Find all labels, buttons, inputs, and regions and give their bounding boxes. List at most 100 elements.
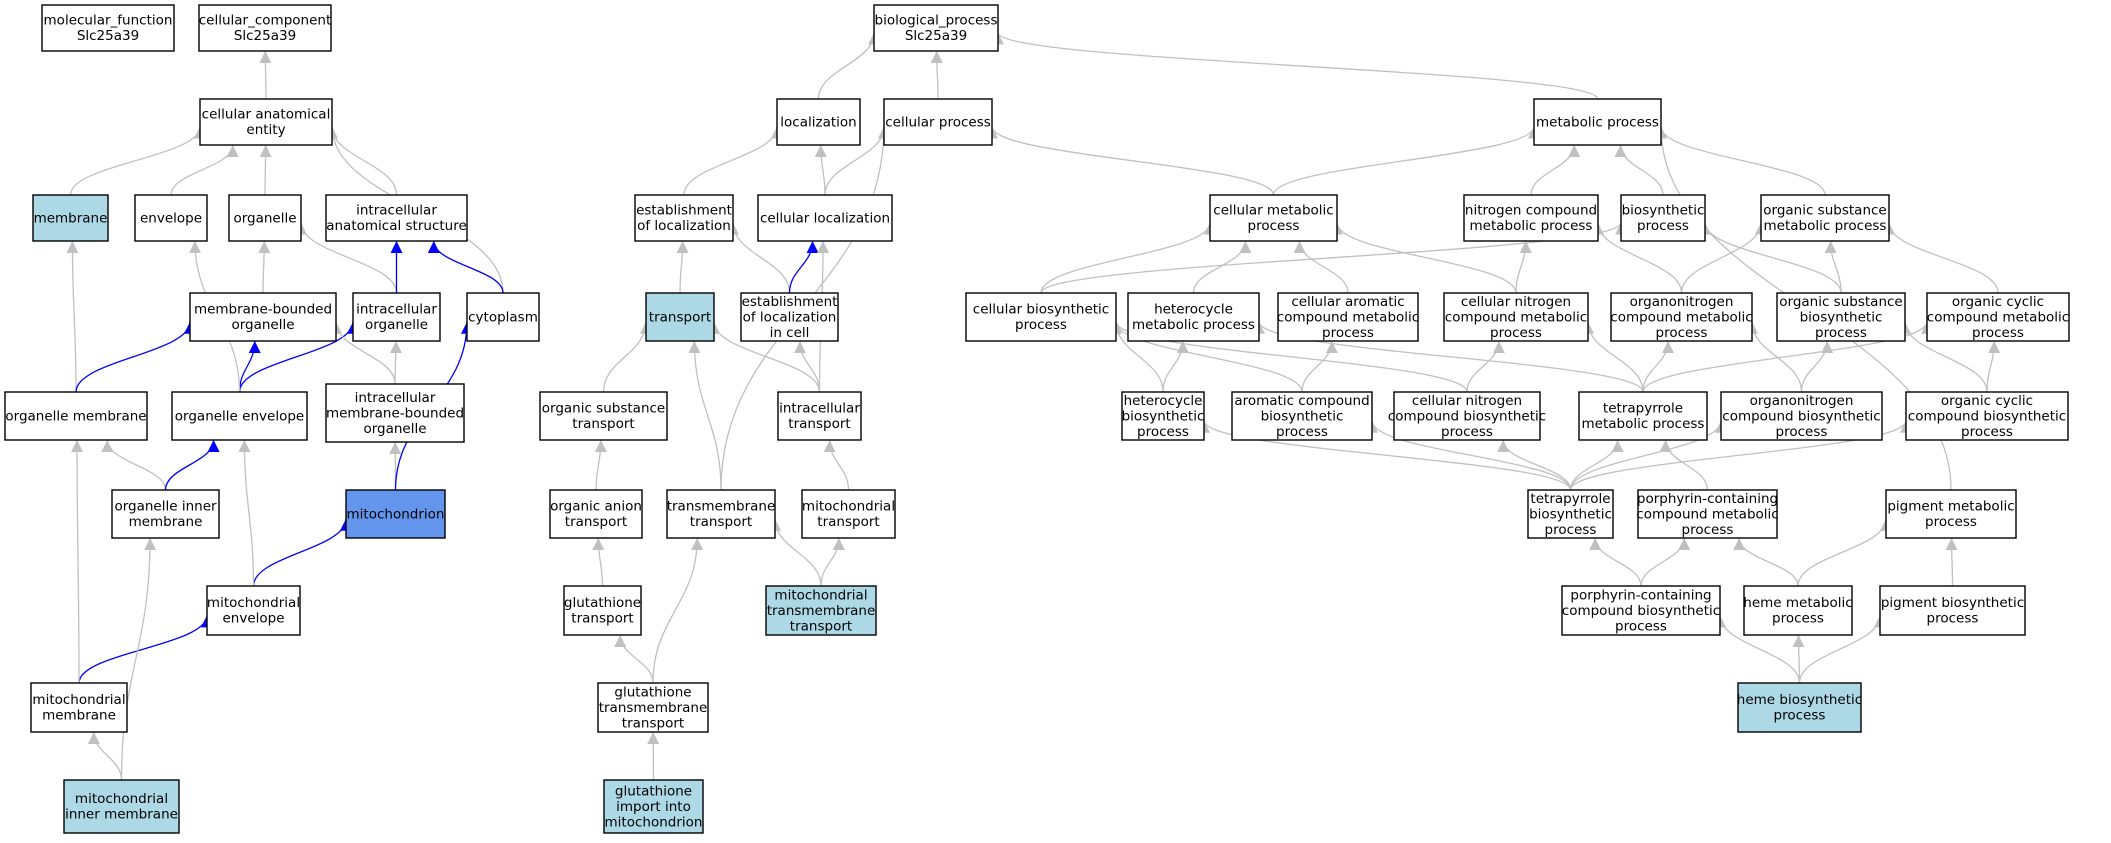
node-label-line: mitochondrial [207,595,300,611]
node-label-line: membrane-bounded [194,302,332,318]
node-box [801,489,896,539]
node-transport[interactable]: transport [645,292,715,342]
node-box [1209,194,1338,242]
node-label-line: process [1248,218,1300,234]
node-cytoplasm[interactable]: cytoplasm [466,292,540,342]
node-mito[interactable]: mitochondrion [345,489,446,539]
node-label-line: organelle [365,317,428,333]
node-label-line: mitochondrial [32,692,125,708]
node-label-line: entity [246,122,285,138]
node-label-line: mitochondrial [802,499,895,515]
edge-cytoplasm-to-ias [427,240,504,294]
node-label-line: heme biosynthetic [1737,692,1862,708]
edge-tbp-to-tmp [1569,439,1624,491]
node-label-line: establishment [636,203,732,219]
node-box [63,779,180,834]
node-cp[interactable]: cellular process [883,98,993,146]
node-label-line: organonitrogen [1750,393,1854,409]
node-box [883,98,993,146]
edge-oncmp-to-ncmp [1592,222,1683,294]
edge-oncbp-to-osbp [1800,340,1834,393]
node-label-line: in cell [770,325,810,341]
node-loc[interactable]: localization [776,98,861,146]
node-membrane[interactable]: membrane [32,194,109,242]
node-label-line: establishment [742,294,838,310]
node-label-line: process [1441,424,1493,440]
edge-hembp-to-pbp [1798,615,1886,684]
node-cl[interactable]: cellular localization [757,194,893,242]
node-box [228,194,302,242]
node-label-line: metabolic process [1132,317,1255,333]
node-label-line: organelle [233,210,296,226]
edge-oncbp-to-oncmp [1746,321,1803,393]
edge-hmp-to-cmp [1192,240,1252,294]
node-label-line: biosynthetic [1800,309,1883,325]
node-envelope[interactable]: envelope [134,194,208,242]
edge-biop-to-metp [1614,144,1664,196]
node-om[interactable]: organelle membrane [4,391,148,441]
node-box [32,194,109,242]
node-organelle[interactable]: organelle [228,194,302,242]
node-label-line: metabolic process [1582,416,1705,432]
node-label-line: localization [780,114,856,130]
node-label-line: biosynthetic [1622,203,1705,219]
node-label-line: cellular biosynthetic [973,302,1109,318]
node-label-line: Slc25a39 [77,28,139,44]
node-box [757,194,893,242]
node-label-line: mitochondrial [75,791,168,807]
node-oe[interactable]: organelle envelope [171,391,308,441]
node-metp[interactable]: metabolic process [1533,98,1662,146]
node-label-line: compound biosynthetic [1562,603,1720,619]
node-box [199,98,333,146]
edge-ost-to-transport [602,321,652,393]
edge-pcmp-to-tmp [1659,439,1709,491]
